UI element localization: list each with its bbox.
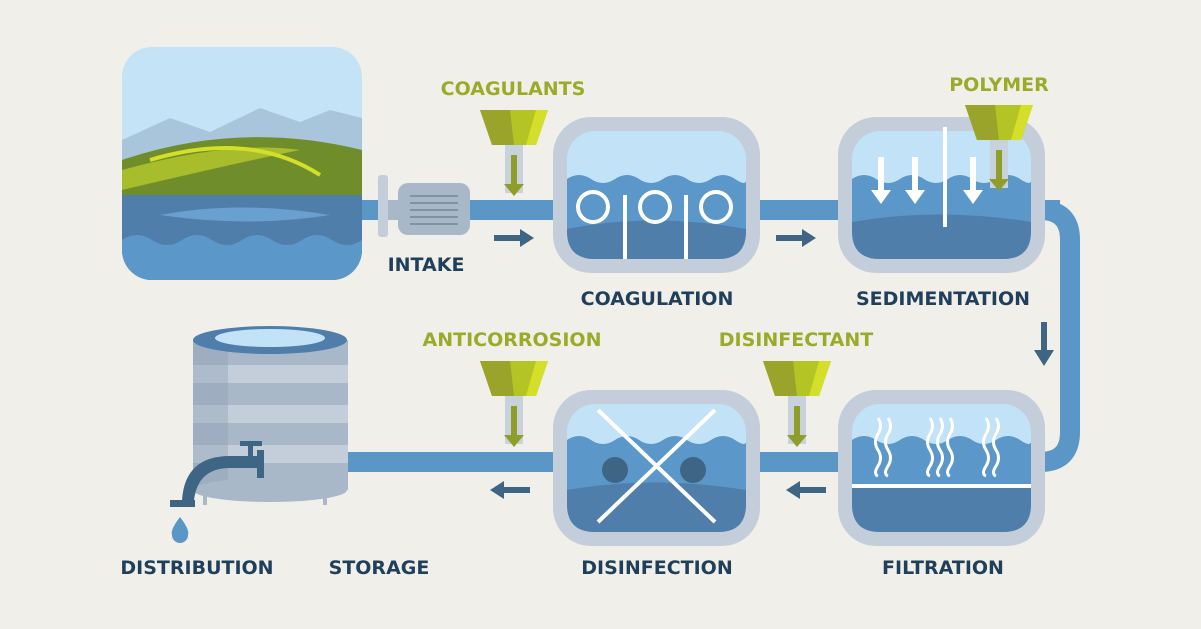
sedimentation-label: SEDIMENTATION (856, 288, 1030, 310)
disinfectant-label: DISINFECTANT (719, 329, 873, 351)
filtration-label: FILTRATION (882, 557, 1004, 579)
faucet-icon (170, 441, 264, 507)
coagulation-label: COAGULATION (581, 288, 734, 310)
coagulants-label: COAGULANTS (441, 78, 586, 100)
anticorrosion-label: ANTICORROSION (423, 329, 602, 351)
disinfection-tank (553, 390, 760, 546)
polymer-label: POLYMER (949, 74, 1049, 96)
coagulation-tank (553, 117, 760, 273)
intake-pump-icon (378, 175, 470, 237)
flow-arrow-icon (786, 481, 826, 499)
disinfectant-funnel-icon (763, 361, 831, 447)
storage-label: STORAGE (329, 557, 430, 579)
water-source-landscape (122, 47, 362, 280)
flow-arrow-icon (494, 229, 534, 247)
distribution-label: DISTRIBUTION (120, 557, 273, 579)
flow-arrow-icon (490, 481, 530, 499)
coagulants-funnel-icon (480, 110, 548, 196)
storage-tank (193, 326, 348, 505)
anticorrosion-funnel-icon (480, 361, 548, 447)
water-drop-icon (171, 517, 189, 543)
sedimentation-tank (838, 117, 1045, 273)
flow-arrow-down-icon (1034, 322, 1054, 366)
filtration-tank (838, 390, 1045, 546)
flow-arrow-icon (776, 229, 816, 247)
intake-label: INTAKE (388, 254, 465, 276)
disinfection-label: DISINFECTION (581, 557, 732, 579)
